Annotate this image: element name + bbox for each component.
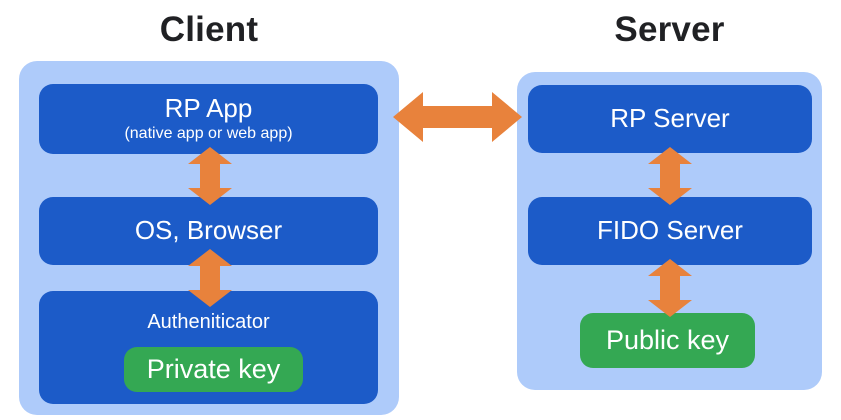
arrow-client-server-icon xyxy=(393,92,522,142)
authenticator-box: Autheniticator Private key xyxy=(39,291,378,404)
public-key-label: Public key xyxy=(605,325,730,355)
server-title: Server xyxy=(614,10,725,49)
os-browser-label: OS, Browser xyxy=(134,215,283,246)
rp-app-box: RP App (native app or web app) xyxy=(39,84,378,154)
arrow-rpapp-os-icon xyxy=(188,147,232,205)
server-container: RP Server FIDO Server Public key xyxy=(517,72,822,390)
private-key-box: Private key xyxy=(124,347,303,392)
arrow-os-authenticator-icon xyxy=(188,249,232,307)
client-container: RP App (native app or web app) OS, Brows… xyxy=(19,61,399,415)
arrow-rpserver-fido-icon xyxy=(648,147,692,205)
public-key-box: Public key xyxy=(580,313,755,368)
rp-server-box: RP Server xyxy=(528,85,812,153)
rp-server-label: RP Server xyxy=(610,103,730,134)
rp-app-label: RP App xyxy=(164,93,253,124)
private-key-label: Private key xyxy=(146,354,281,384)
arrow-fido-publickey-icon xyxy=(648,259,692,317)
rp-app-sublabel: (native app or web app) xyxy=(124,125,293,143)
fido-server-label: FIDO Server xyxy=(597,215,743,246)
client-title: Client xyxy=(159,10,259,49)
fido-server-box: FIDO Server xyxy=(528,197,812,265)
authenticator-label: Autheniticator xyxy=(147,311,270,333)
